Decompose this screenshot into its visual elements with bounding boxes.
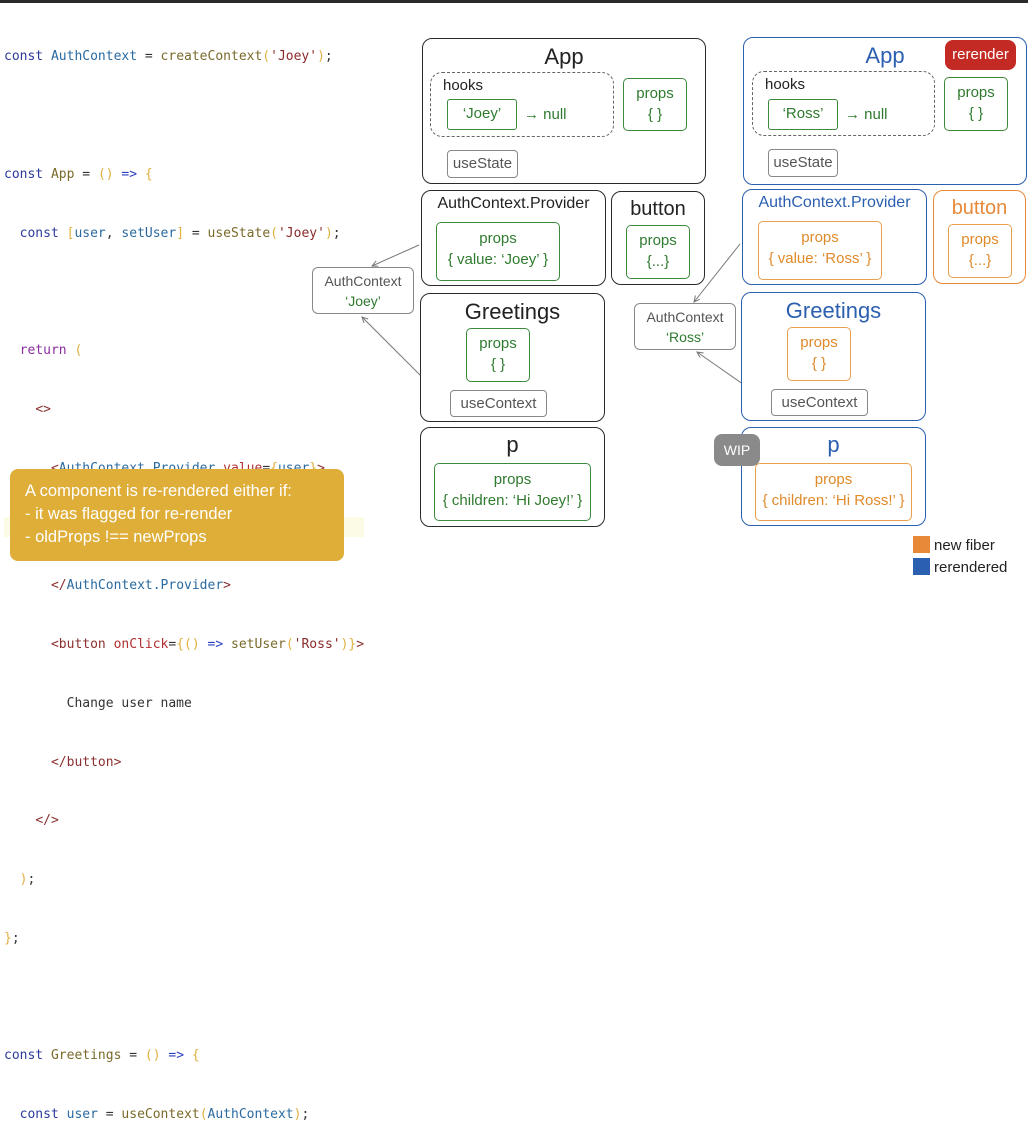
wip-auth-context-value: AuthContext ‘Ross’ <box>634 303 736 350</box>
hook-next-null: → null <box>524 106 567 123</box>
p-props: props { children: ‘Hi Joey!’ } <box>434 463 591 521</box>
code-line <box>4 988 364 1008</box>
code-line: return ( <box>19 343 83 359</box>
app-props: props { } <box>623 78 687 131</box>
props-label: props <box>493 471 532 488</box>
code-line: const [user, setUser] = useState('Joey')… <box>19 225 341 241</box>
wip-provider-props: props { value: ‘Ross’ } <box>758 221 882 280</box>
wip-badge: WIP <box>714 434 760 466</box>
greetings-props: props { } <box>466 328 530 382</box>
props-label: props <box>800 334 838 351</box>
wip-button-fiber: button props {...} <box>933 190 1026 284</box>
note-item: - oldProps !== newProps <box>25 528 207 546</box>
note-item: - it was flagged for re-render <box>25 505 233 523</box>
props-value: { value: ‘Ross’ } <box>768 250 872 267</box>
props-value: {...} <box>968 252 992 269</box>
code-line: Change user name <box>4 695 192 711</box>
provider-fiber: AuthContext.Provider props { value: ‘Joe… <box>421 190 606 286</box>
legend-new-fiber: new fiber <box>913 536 995 554</box>
props-label: props <box>639 232 677 249</box>
props-value: {...} <box>646 253 670 270</box>
wip-usestate-hook-label: useState <box>768 149 838 177</box>
code-line: </button> <box>50 754 122 770</box>
greetings-fiber: Greetings props { } useContext <box>420 293 605 422</box>
props-value: { } <box>968 105 984 122</box>
props-label: props <box>801 229 839 246</box>
hooks-label: hooks <box>443 77 484 94</box>
legend-swatch-blue <box>913 558 930 575</box>
wip-p-fiber-title: p <box>827 432 840 457</box>
p-fiber-title: p <box>506 432 519 457</box>
legend-label: new fiber <box>934 537 995 554</box>
app-fiber-title: App <box>544 44 584 69</box>
props-value: { } <box>490 356 506 373</box>
context-value: ‘Joey’ <box>345 293 381 309</box>
top-bar <box>0 0 1028 3</box>
greetings-fiber-title: Greetings <box>464 299 561 324</box>
code-line: const App = () => { <box>4 166 153 182</box>
provider-fiber-title: AuthContext.Provider <box>437 195 590 212</box>
auth-context-value: AuthContext ‘Joey’ <box>312 267 414 314</box>
button-fiber: button props {...} <box>611 191 705 285</box>
legend-rerendered: rerendered <box>913 558 1007 576</box>
context-name: AuthContext <box>324 273 402 289</box>
props-label: props <box>479 230 517 247</box>
code-line: const AuthContext = createContext('Joey'… <box>4 49 333 65</box>
props-label: props <box>961 231 999 248</box>
context-name: AuthContext <box>646 309 724 325</box>
wip-hook-next-null: → null <box>845 106 888 123</box>
props-value: { children: ‘Hi Ross!’ } <box>762 492 905 509</box>
wip-app-hooks-list: hooks <box>752 71 935 136</box>
code-line: <button onClick={() => setUser('Ross')}> <box>50 637 365 652</box>
p-fiber: p props { children: ‘Hi Joey!’ } <box>420 427 605 527</box>
rerender-rules-note: A component is re-rendered either if: - … <box>10 469 344 561</box>
usestate-hook-label: useState <box>447 150 518 178</box>
wip-p-props: props { children: ‘Hi Ross!’ } <box>755 463 912 521</box>
button-fiber-title: button <box>630 198 686 220</box>
app-hooks-list: hooks <box>430 72 614 137</box>
wip-usecontext-hook-label: useContext <box>771 389 868 416</box>
note-heading: A component is re-rendered either if: <box>25 482 292 500</box>
wip-provider-fiber: AuthContext.Provider props { value: ‘Ros… <box>742 189 927 285</box>
props-value: { } <box>811 355 827 372</box>
code-line <box>4 282 364 302</box>
state-hook-value: ‘Joey’ <box>447 99 517 130</box>
props-label: props <box>814 471 853 488</box>
context-value: ‘Ross’ <box>665 329 705 345</box>
code-line: </AuthContext.Provider> <box>50 578 231 594</box>
props-value: { } <box>647 106 663 123</box>
legend-swatch-orange <box>913 536 930 553</box>
wip-app-props: props { } <box>944 77 1008 131</box>
code-line: <> <box>35 401 51 417</box>
wip-greetings-props: props { } <box>787 327 851 381</box>
rerender-badge: rerender <box>945 40 1016 70</box>
provider-to-context-line <box>372 244 420 266</box>
props-label: props <box>957 84 995 101</box>
legend-label: rerendered <box>934 559 1008 576</box>
wip-provider-fiber-title: AuthContext.Provider <box>758 194 911 211</box>
code-line: const Greetings = () => { <box>4 1048 200 1064</box>
wip-button-fiber-title: button <box>951 197 1008 219</box>
provider-props: props { value: ‘Joey’ } <box>436 222 560 281</box>
code-line: const user = useContext(AuthContext); <box>19 1107 310 1123</box>
props-value: { children: ‘Hi Joey!’ } <box>442 492 583 509</box>
wip-app-fiber-title: App <box>865 43 905 68</box>
usecontext-hook-label: useContext <box>450 390 547 417</box>
wip-button-props: props {...} <box>948 224 1012 278</box>
props-label: props <box>479 335 517 352</box>
button-props: props {...} <box>626 225 690 279</box>
code-line <box>4 106 364 126</box>
wip-p-fiber: p props { children: ‘Hi Ross!’ } <box>741 427 926 526</box>
wip-state-hook-value: ‘Ross’ <box>768 99 838 130</box>
wip-greetings-fiber: Greetings props { } useContext <box>741 292 926 421</box>
code-line: }; <box>4 930 20 946</box>
hooks-label: hooks <box>765 76 806 93</box>
props-label: props <box>636 85 674 102</box>
code-line: ); <box>19 872 36 888</box>
code-editor: const AuthContext = createContext('Joey'… <box>4 8 365 1144</box>
code-line: </> <box>35 813 59 829</box>
props-value: { value: ‘Joey’ } <box>447 251 549 268</box>
wip-greetings-fiber-title: Greetings <box>785 298 882 323</box>
